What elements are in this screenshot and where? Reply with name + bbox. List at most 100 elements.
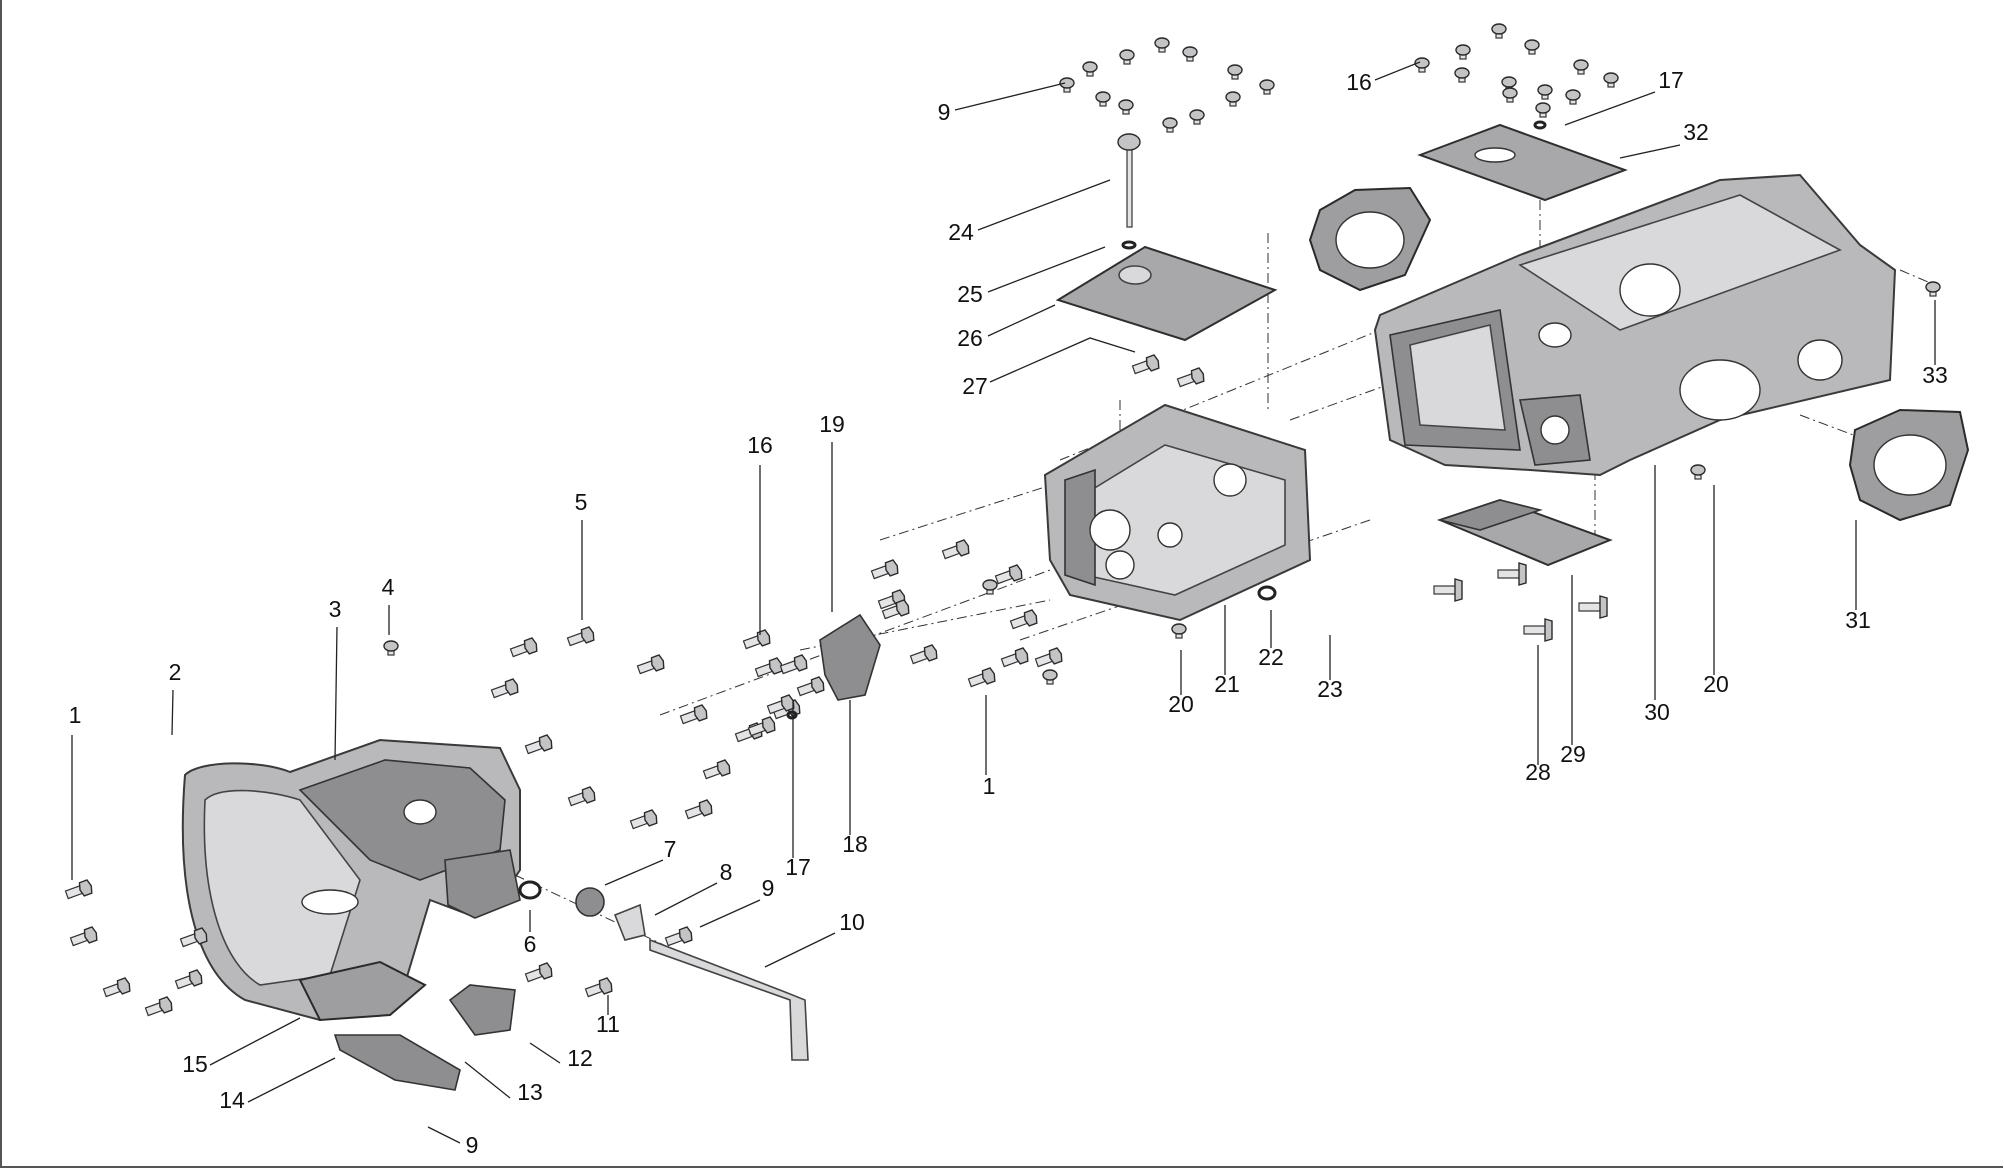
leader-line <box>654 882 718 916</box>
cap-nut-icon <box>1259 79 1275 95</box>
cap-nut-icon <box>1082 61 1098 77</box>
cap-nut-icon <box>1059 77 1075 93</box>
callout-number: 9 <box>762 875 775 901</box>
cover-plates <box>333 123 1628 1091</box>
leader-line <box>209 1017 301 1066</box>
hex-bolt-icon <box>909 644 938 665</box>
cap-nut-icon <box>1225 91 1241 107</box>
callout-number: 33 <box>1922 362 1948 388</box>
cap-nut-icon <box>1573 59 1589 75</box>
hex-bolt-icon <box>179 927 208 948</box>
callout-number: 13 <box>517 1079 543 1105</box>
hex-bolt-icon <box>994 564 1023 585</box>
callout-number: 31 <box>1845 607 1871 633</box>
cap-nut-icon <box>1925 281 1941 297</box>
leader-line <box>334 626 338 761</box>
hex-bolt-icon <box>1000 647 1029 668</box>
bolt-group <box>64 23 1941 1017</box>
hex-bolt-icon <box>1176 367 1205 388</box>
cap-nut-icon <box>1455 44 1471 60</box>
hex-bolt-icon <box>629 809 658 830</box>
hex-bolt-icon <box>174 969 203 990</box>
callout-number: 5 <box>575 489 588 515</box>
hex-bolt-icon <box>1433 578 1463 602</box>
cap-nut-icon <box>1119 49 1135 65</box>
hex-bolt-icon <box>754 657 783 678</box>
cap-nut-icon <box>1501 76 1517 92</box>
cap-nut-icon <box>1171 623 1187 639</box>
hex-bolt-icon <box>684 799 713 820</box>
washer-icon <box>518 880 542 900</box>
hex-bolt-icon <box>967 667 996 688</box>
hex-bolt-icon <box>742 629 771 650</box>
callout-number: 23 <box>1317 676 1343 702</box>
callout-number: 4 <box>382 574 395 600</box>
callout-number: 8 <box>720 859 733 885</box>
leader-line <box>1564 91 1656 126</box>
cap-nut-icon <box>1491 23 1507 39</box>
hex-bolt-icon <box>566 626 595 647</box>
cap-nut-icon <box>1537 84 1553 100</box>
callout-number: 3 <box>329 596 342 622</box>
cap-nut-icon <box>1182 46 1198 62</box>
callout-number: 25 <box>957 281 983 307</box>
hex-bolt-icon <box>747 716 776 737</box>
callout-number: 20 <box>1168 691 1194 717</box>
cap-nut-icon <box>1042 669 1058 685</box>
hex-bolt-icon <box>144 996 173 1017</box>
leader-line <box>699 899 761 928</box>
hex-bolt-icon <box>766 694 795 715</box>
hex-bolt-icon <box>509 637 538 658</box>
callout-number: 1 <box>983 773 996 799</box>
callout-number: 15 <box>182 1051 208 1077</box>
washer-icon <box>1533 120 1547 130</box>
cap-nut-icon <box>1535 102 1551 118</box>
washer-icon <box>1121 240 1137 250</box>
leader-line <box>954 82 1066 111</box>
hex-bolt-icon <box>1578 595 1608 619</box>
callout-number: 9 <box>938 99 951 125</box>
hex-bolt-icon <box>524 962 553 983</box>
hex-bolt-icon <box>881 599 910 620</box>
hex-bolt-icon <box>1034 647 1063 668</box>
callout-number: 20 <box>1703 671 1729 697</box>
hex-bolt-icon <box>1497 562 1527 586</box>
callout-number: 14 <box>219 1087 245 1113</box>
callout-number: 24 <box>948 219 974 245</box>
washer-icon <box>786 710 798 720</box>
hex-bolt-icon <box>870 559 899 580</box>
cap-nut-icon <box>982 579 998 595</box>
gaskets <box>298 186 1970 1022</box>
cap-nut-icon <box>1414 57 1430 73</box>
cap-nut-icon <box>1690 464 1706 480</box>
dipstick-icon <box>1117 133 1141 228</box>
callout-number: 16 <box>747 432 773 458</box>
hex-bolt-icon <box>1009 609 1038 630</box>
callout-number: 1 <box>69 702 82 728</box>
callout-number: 30 <box>1644 699 1670 725</box>
hex-bolt-icon <box>702 759 731 780</box>
hex-bolt-icon <box>524 734 553 755</box>
washer-icon <box>1257 585 1277 601</box>
hex-bolt-icon <box>490 678 519 699</box>
callout-number: 32 <box>1683 119 1709 145</box>
cap-nut-icon <box>1227 64 1243 80</box>
cap-nut-icon <box>1454 67 1470 83</box>
leader-line <box>987 304 1056 337</box>
callout-number: 12 <box>567 1045 593 1071</box>
callout-number: 19 <box>819 411 845 437</box>
front-clutch-housing <box>181 738 521 1022</box>
hex-bolt-icon <box>1131 354 1160 375</box>
leader-line <box>171 689 174 736</box>
callout-number: 17 <box>785 854 811 880</box>
leader-line <box>1374 61 1421 81</box>
hex-bolt-icon <box>69 926 98 947</box>
hex-bolt-icon <box>796 676 825 697</box>
leader-line <box>977 179 1111 231</box>
hex-bolt-icon <box>64 879 93 900</box>
leader-line <box>764 932 836 968</box>
hex-bolt-icon <box>941 539 970 560</box>
leader-line <box>987 246 1106 293</box>
